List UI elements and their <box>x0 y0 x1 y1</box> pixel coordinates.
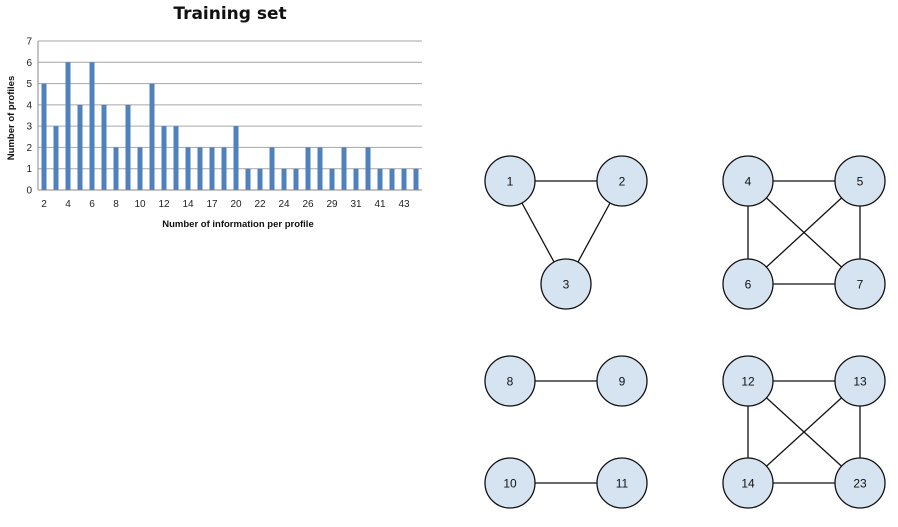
node-label: 3 <box>563 278 570 292</box>
node-label: 12 <box>741 375 755 389</box>
node-label: 6 <box>745 278 752 292</box>
node-label: 23 <box>853 477 867 491</box>
node-label: 8 <box>507 375 514 389</box>
node-label: 7 <box>857 278 864 292</box>
node-label: 10 <box>503 477 517 491</box>
node-label: 2 <box>619 175 626 189</box>
node-label: 5 <box>857 175 864 189</box>
node-label: 1 <box>507 175 514 189</box>
node-label: 11 <box>616 477 629 491</box>
node-label: 13 <box>853 375 867 389</box>
node-label: 14 <box>741 477 755 491</box>
node-label: 9 <box>619 375 626 389</box>
node-label: 4 <box>745 175 752 189</box>
